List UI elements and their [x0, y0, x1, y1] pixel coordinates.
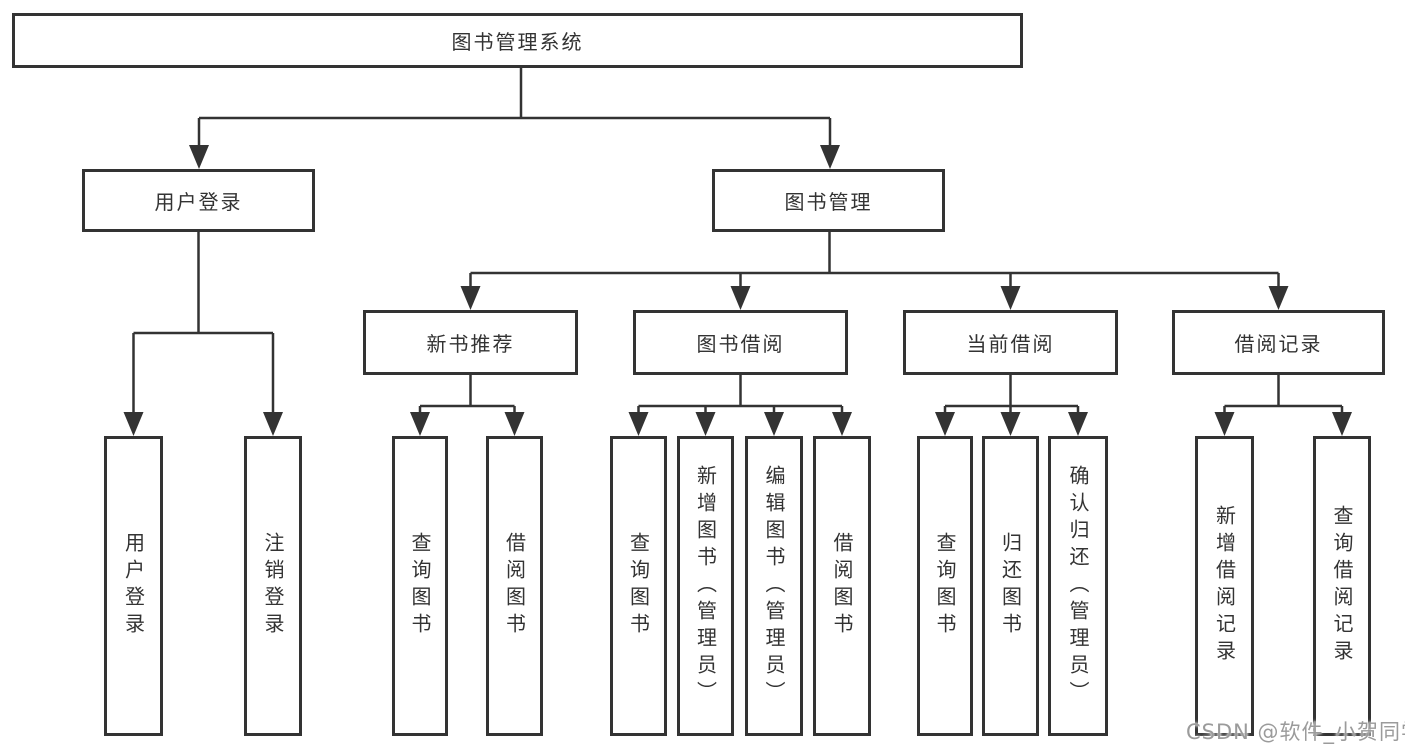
leaf-label: 借阅图书 — [830, 532, 854, 640]
leaf-label: 新增图书（管理员） — [693, 464, 718, 708]
leaf-add-books-admin: 新增图书（管理员） — [677, 436, 734, 736]
leaf-query-borrow-record: 查询借阅记录 — [1313, 436, 1371, 736]
node-book-borrowing: 图书借阅 — [633, 310, 848, 375]
leaf-label: 查询借阅记录 — [1330, 505, 1354, 667]
leaf-confirm-return-admin: 确认归还（管理员） — [1048, 436, 1108, 736]
leaf-label: 借阅图书 — [502, 532, 527, 640]
node-user-login: 用户登录 — [82, 169, 315, 232]
leaf-return-books: 归还图书 — [982, 436, 1039, 736]
leaf-label: 查询图书 — [626, 532, 651, 640]
leaf-query-books: 查询图书 — [392, 436, 448, 736]
node-label: 图书管理系统 — [451, 30, 584, 54]
node-book-management: 图书管理 — [712, 169, 945, 232]
leaf-label: 查询图书 — [408, 532, 432, 640]
leaf-label: 查询图书 — [933, 532, 957, 640]
node-label: 新书推荐 — [426, 332, 515, 356]
csdn-watermark: CSDN @软件_小贺同学 — [1186, 720, 1405, 744]
node-current-borrowing: 当前借阅 — [903, 310, 1118, 375]
node-label: 用户登录 — [154, 190, 243, 214]
leaf-label: 用户登录 — [121, 532, 146, 640]
node-label: 图书管理 — [784, 190, 873, 214]
leaf-borrow-books: 借阅图书 — [486, 436, 543, 736]
leaf-label: 归还图书 — [998, 532, 1023, 640]
node-new-book-recommendation: 新书推荐 — [363, 310, 578, 375]
leaf-add-borrow-record: 新增借阅记录 — [1195, 436, 1254, 736]
arrowheads — [123, 145, 1352, 436]
node-label: 图书借阅 — [696, 332, 785, 356]
leaf-label: 确认归还（管理员） — [1066, 464, 1090, 708]
leaf-label: 新增借阅记录 — [1212, 505, 1237, 667]
node-label: 当前借阅 — [966, 332, 1055, 356]
leaf-label: 编辑图书（管理员） — [762, 464, 786, 708]
leaf-label: 注销登录 — [261, 532, 285, 640]
node-borrowing-records: 借阅记录 — [1172, 310, 1385, 375]
leaf-query-books: 查询图书 — [610, 436, 667, 736]
leaf-query-books: 查询图书 — [917, 436, 973, 736]
leaf-edit-books-admin: 编辑图书（管理员） — [745, 436, 803, 736]
tree-edge-lines — [132, 68, 1344, 414]
leaf-user-login: 用户登录 — [104, 436, 163, 736]
leaf-borrow-books: 借阅图书 — [813, 436, 871, 736]
node-label: 借阅记录 — [1234, 332, 1323, 356]
leaf-logout: 注销登录 — [244, 436, 302, 736]
node-library-system: 图书管理系统 — [12, 13, 1023, 68]
